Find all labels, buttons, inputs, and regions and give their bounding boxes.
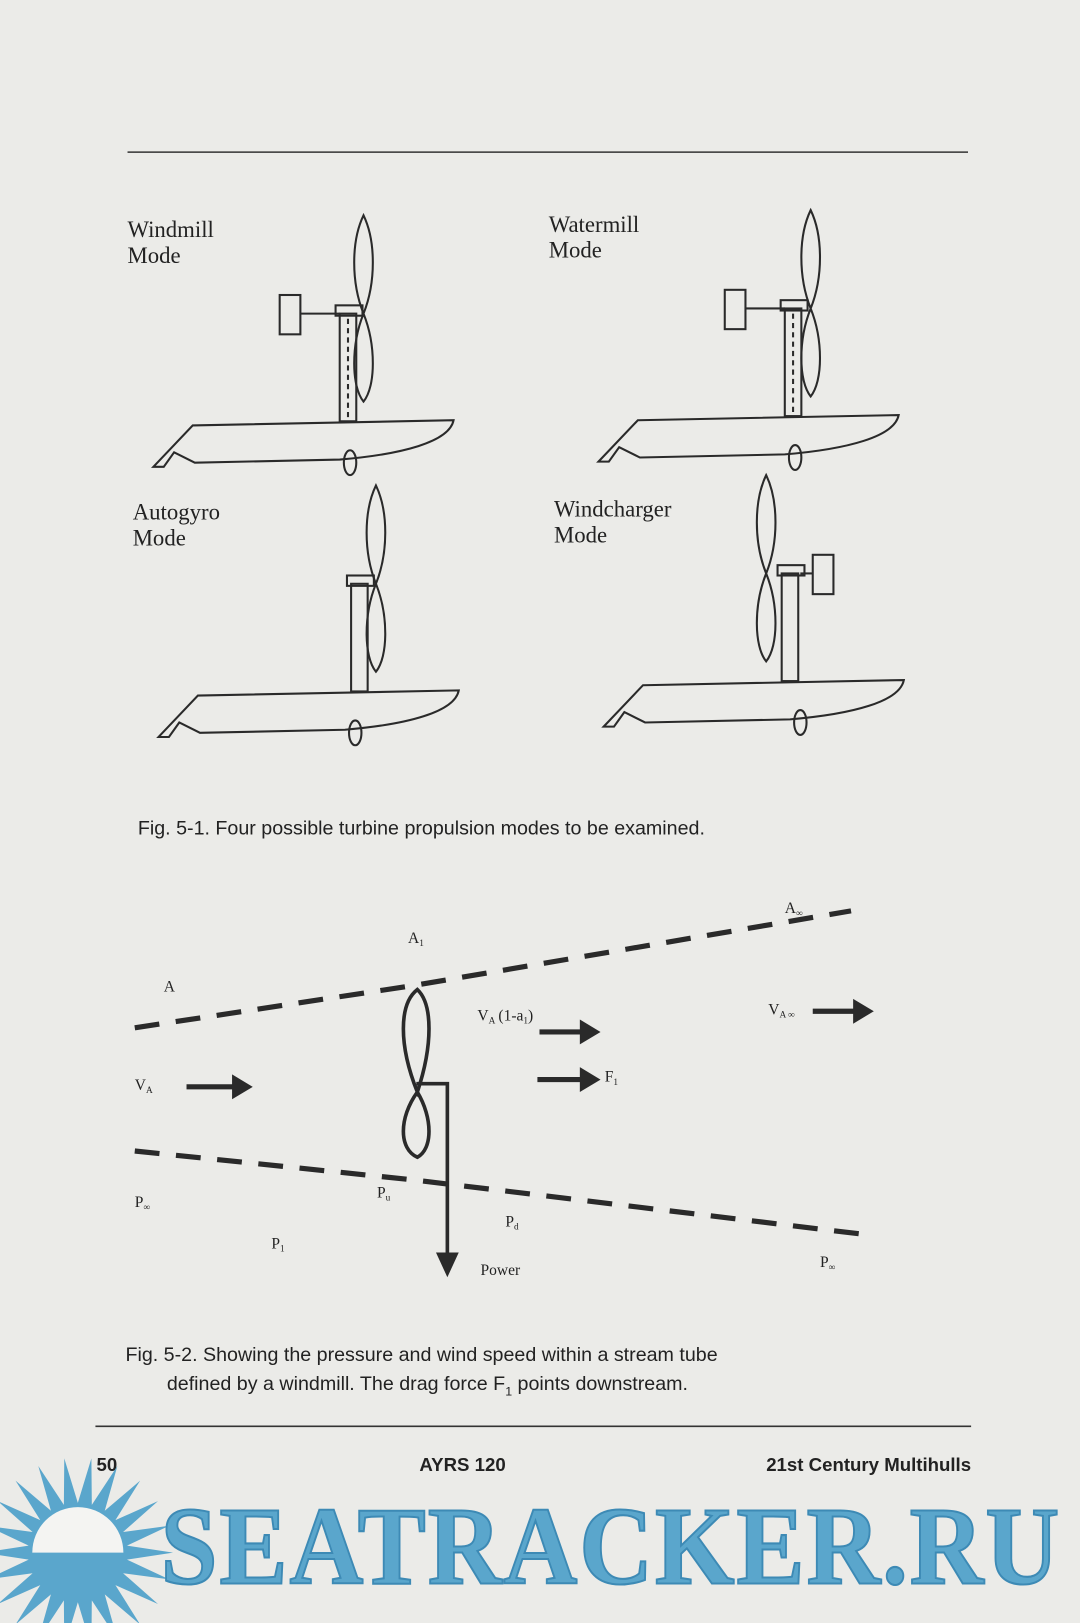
hull [150,419,455,468]
keel [347,719,363,747]
label-a: A [164,979,176,996]
mode-label-watermill: Watermill [549,212,639,237]
mode-label-windcharger-2: Mode [554,522,607,547]
turbine-windmill-mode [150,212,455,477]
book-title: 21st Century Multihulls [766,1454,971,1475]
label-a1: A1 [408,930,424,949]
figure-5-2-caption-line-2: defined by a windmill. The drag force F1… [167,1373,688,1398]
propeller-blade [401,987,431,1160]
generator-box [278,293,302,336]
mode-label-autogyro: Autogyro [133,500,220,525]
arrow-va-infinity [812,998,874,1024]
label-pd: Pd [505,1214,519,1233]
tower [350,582,369,693]
keel [342,449,358,477]
figure-5-2-stream-tube [134,908,874,1278]
propeller [353,212,374,404]
figure-5-1-caption: Fig. 5-1. Four possible turbine propulsi… [138,817,705,839]
arrow-va-1-a1 [539,1019,601,1045]
turbine-windcharger-mode [601,472,906,736]
mode-label-autogyro-2: Mode [133,525,186,550]
propeller [800,207,822,399]
propeller [755,472,777,664]
label-f1: F1 [605,1069,619,1088]
label-p-infinity-right: P∞ [820,1254,836,1273]
power-shaft [416,1081,450,1258]
turbine-watermill-mode [596,207,900,471]
figure-5-2-caption-line-1: Fig. 5-2. Showing the pressure and wind … [125,1344,717,1366]
tower [338,312,358,423]
journal-name: AYRS 120 [419,1454,505,1475]
generator-box [811,553,835,596]
propeller [365,483,387,674]
page-number: 50 [96,1454,117,1475]
hull [596,414,900,463]
label-power: Power [480,1262,520,1279]
watermark-logo: SEATRACKER.RU [0,1458,1062,1623]
hull [601,678,906,728]
label-va-infinity: VA ∞ [768,1001,795,1020]
label-p1: P1 [271,1235,285,1254]
sun-disc [32,1507,124,1553]
turbine-autogyro-mode [156,483,461,747]
label-pu: Pu [377,1185,391,1204]
mode-label-watermill-2: Mode [549,238,602,263]
keel [787,444,803,471]
arrow-va [186,1074,253,1100]
hub [779,299,809,312]
label-va-1-a1: VA(1-a1) [477,1008,533,1027]
figure-5-1: Windmill Mode Watermill Mode Autogyro Mo… [128,207,906,839]
keel [793,709,808,736]
label-p-infinity-left: P∞ [135,1194,151,1213]
watermark-text: SEATRACKER.RU [161,1485,1062,1609]
sun-icon [0,1458,174,1623]
label-a-infinity: A∞ [785,900,803,919]
tower [780,572,800,683]
generator-box [723,288,747,331]
arrow-f1 [537,1067,601,1093]
stream-tube-upper-boundary [134,908,852,1031]
power-arrowhead [435,1252,459,1278]
mode-label-windmill: Windmill [128,217,214,242]
hull [156,689,461,739]
mode-label-windmill-2: Mode [128,243,181,268]
stream-tube-lower-boundary [134,1148,860,1237]
mode-label-windcharger: Windcharger [554,497,672,522]
hub [776,564,806,577]
label-va: VA [135,1077,153,1096]
